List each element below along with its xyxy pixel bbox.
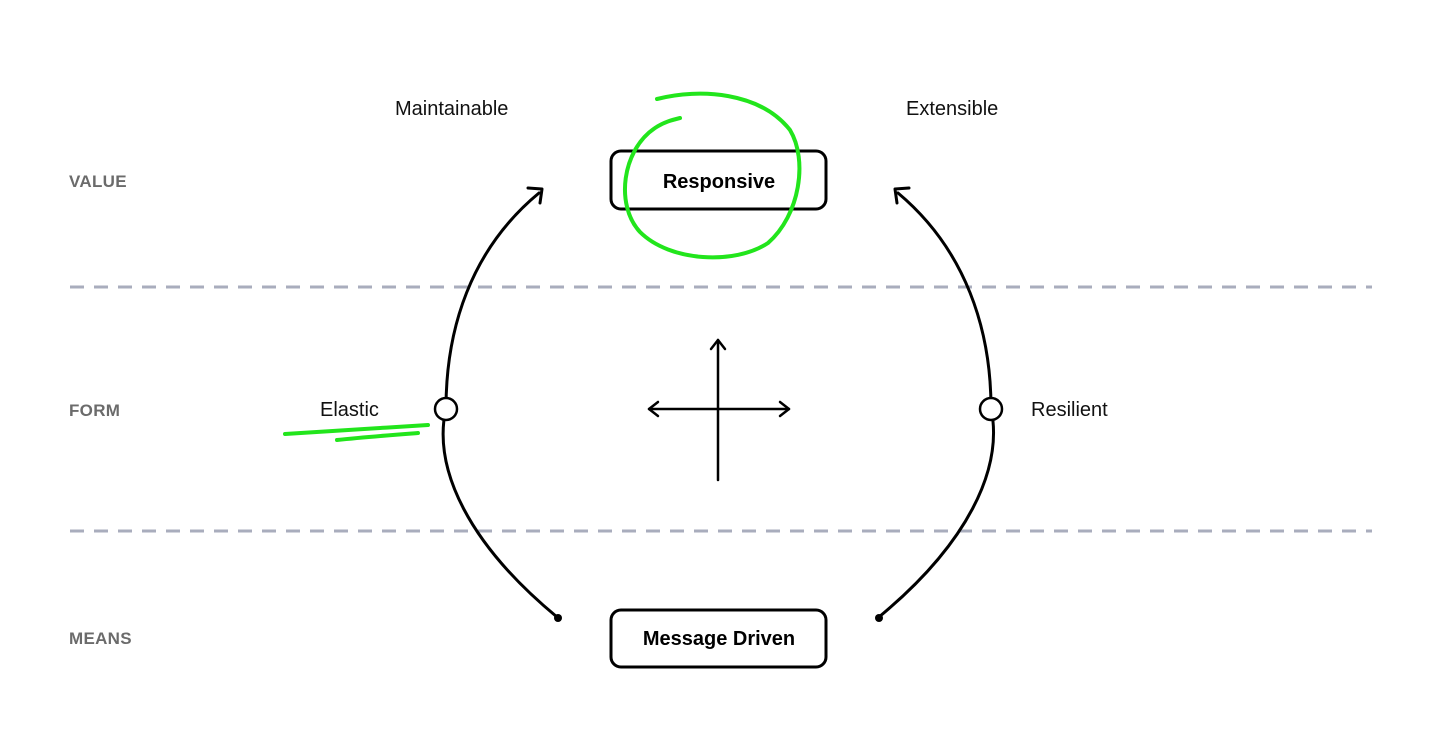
row-label-form: FORM [69,401,120,420]
center-cross-icon [647,338,791,482]
right-arc [877,191,995,619]
right-arrowhead [893,186,911,205]
highlight-underline-elastic-2 [335,431,420,442]
highlight-underline-elastic-1 [283,423,430,436]
left-arrowhead [526,186,544,205]
right-arc-end-dot [875,614,883,622]
left-arc [441,191,559,619]
label-maintainable: Maintainable [395,98,508,120]
node-responsive: Responsive [609,149,828,211]
label-resilient: Resilient [1031,399,1108,421]
resilient-port [978,396,1004,422]
left-arc-end-dot [554,614,562,622]
node-responsive-label: Responsive [663,171,775,193]
highlight-circle-responsive [622,91,802,260]
node-message-driven: Message Driven [609,608,828,669]
label-elastic: Elastic [320,399,379,421]
elastic-port [433,396,459,422]
node-message-driven-label: Message Driven [643,628,795,650]
row-label-means: MEANS [69,629,132,648]
row-label-value: VALUE [69,172,127,191]
label-extensible: Extensible [906,98,998,120]
